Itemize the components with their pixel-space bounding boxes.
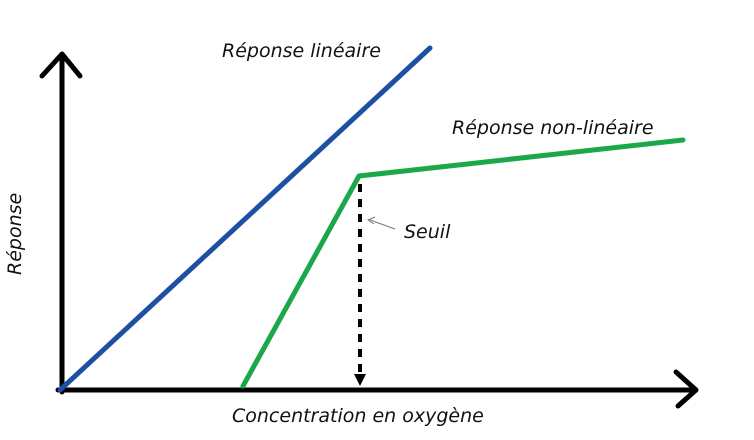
- threshold-label: Seuil: [404, 221, 451, 243]
- y-axis-arrowhead: [39, 51, 83, 79]
- y-axis-label: Réponse: [4, 193, 26, 275]
- linear-response-line: [57, 45, 433, 393]
- linear-label: Réponse linéaire: [222, 40, 381, 62]
- threshold-arrowhead: [354, 374, 366, 386]
- nonlinear-response-line: [240, 137, 686, 389]
- nonlinear-label: Réponse non-linéaire: [452, 117, 654, 139]
- threshold-pointer: [369, 219, 396, 230]
- x-axis-label: Concentration en oxygène: [232, 405, 484, 427]
- x-axis-arrowhead: [673, 369, 699, 409]
- threshold-pointer-arrowhead: [366, 216, 376, 225]
